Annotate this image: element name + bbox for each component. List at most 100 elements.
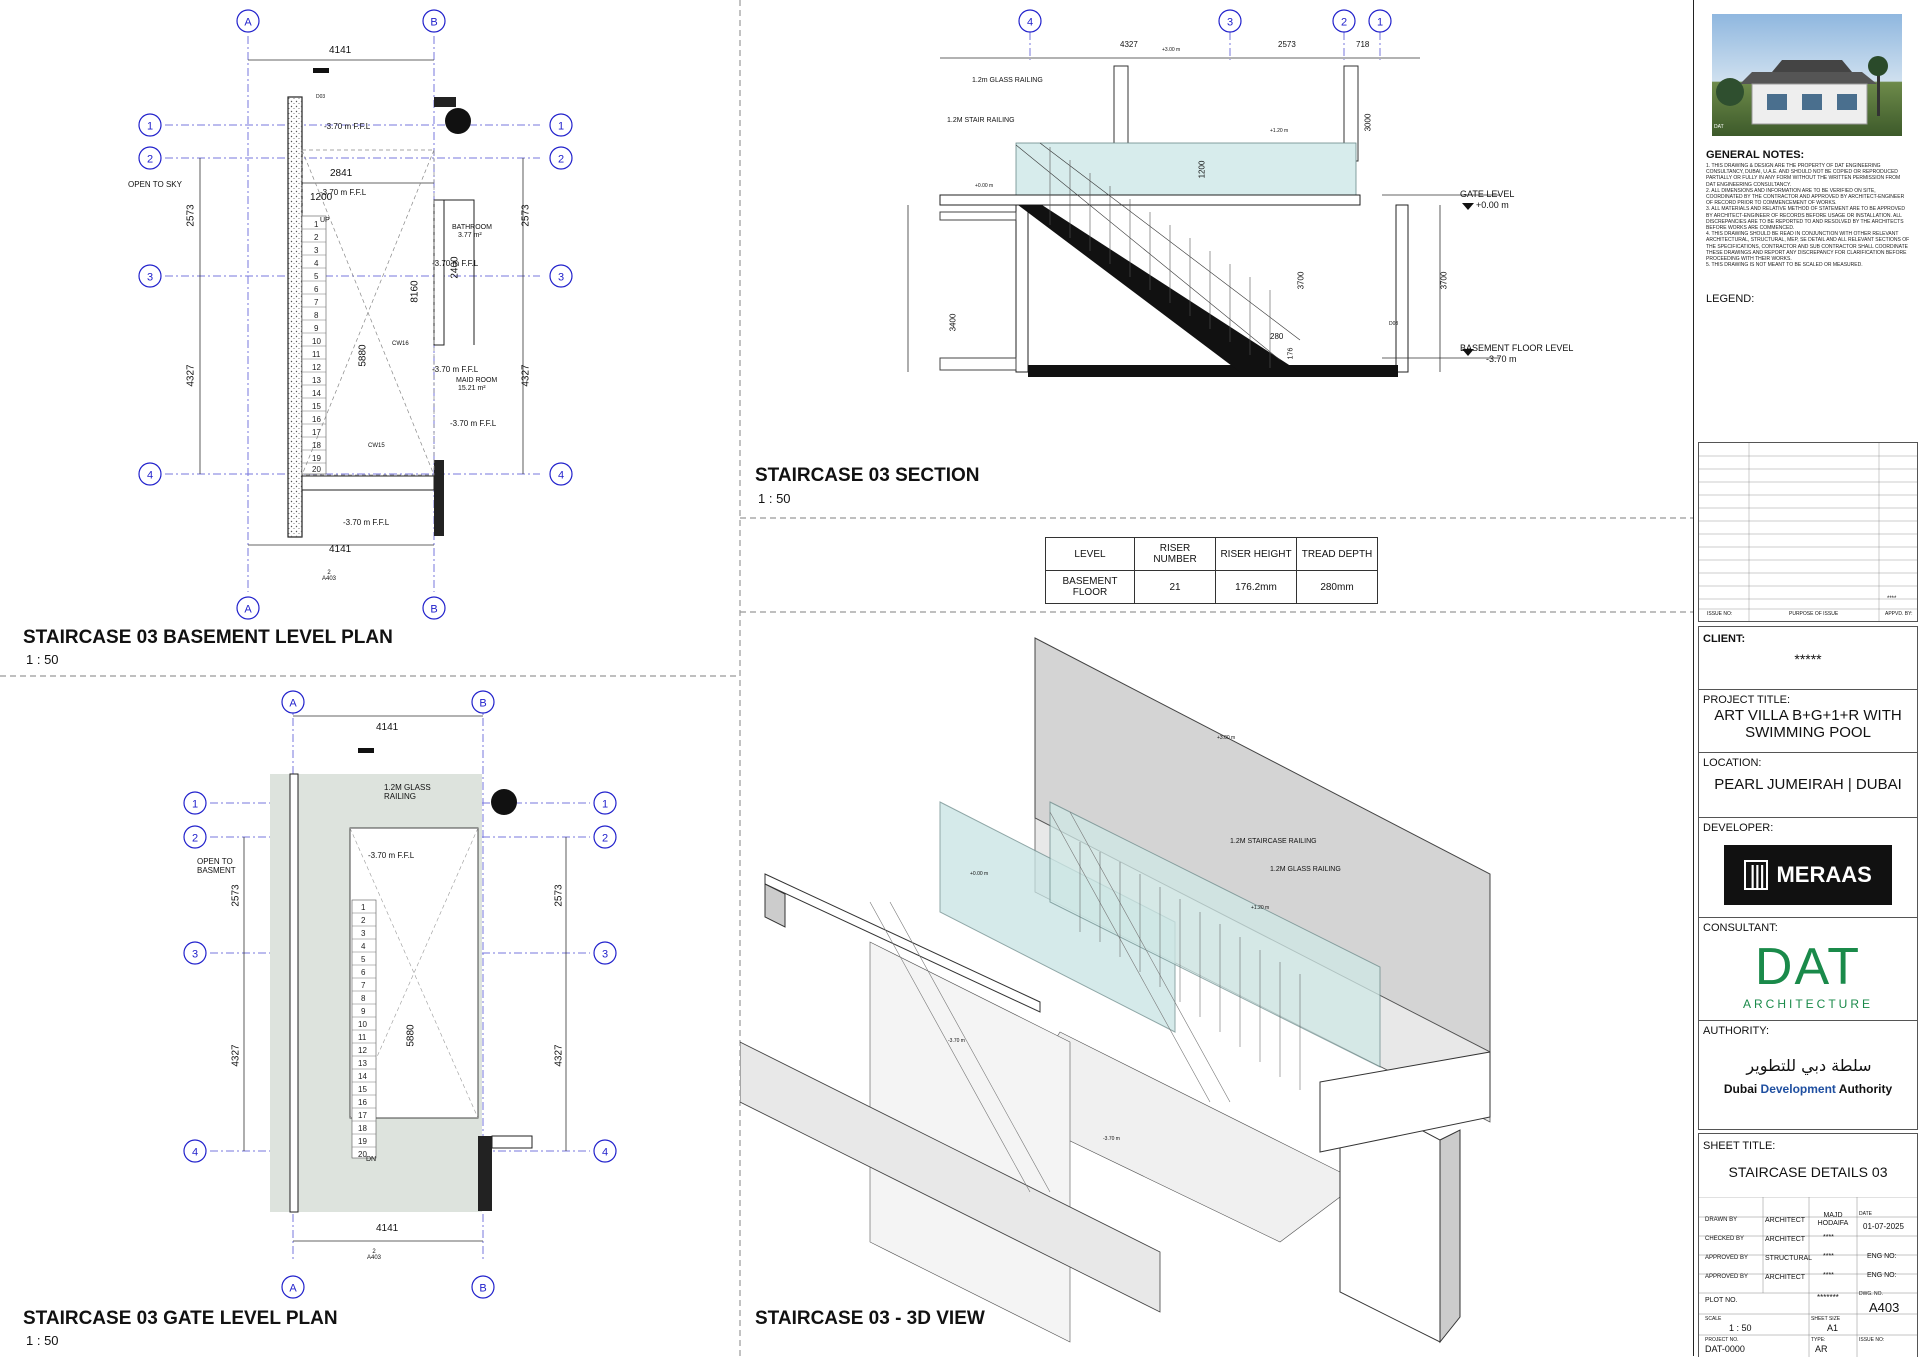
section-grid-bubble-3: 3 <box>1218 9 1242 38</box>
dim-5880: 5880 <box>357 344 369 367</box>
dim-1200: 1200 <box>310 192 333 203</box>
svg-text:3: 3 <box>558 272 564 284</box>
grid-bubble-2-right: 2 <box>549 146 573 175</box>
3d-level-000: +0.00 m <box>970 871 989 877</box>
section-level-120: +1.20 m <box>1270 128 1289 134</box>
svg-text:3: 3 <box>1227 17 1233 29</box>
riser-table-row: BASEMENT FLOOR 21 176.2mm 280mm <box>1045 570 1378 604</box>
svg-text:1: 1 <box>558 121 564 133</box>
grid-bubble-3-left: 3 <box>138 264 162 293</box>
gate-level-tag: -3.70 m F.F.L <box>368 851 415 860</box>
grid-bubble-3-right: 3 <box>549 264 573 293</box>
gate-dn-label: DN <box>366 1156 377 1163</box>
riser-header-number: RISER NUMBER <box>1134 537 1216 571</box>
dim-width-bottom: 4141 <box>329 544 352 555</box>
image-caption: DAT <box>1714 124 1724 130</box>
gate-grid-bubble-b-top: B <box>471 690 495 719</box>
svg-text:A: A <box>244 17 252 29</box>
project-no-label: PROJECT NO. <box>1705 1337 1739 1343</box>
date-value: 01-07-2025 <box>1863 1222 1904 1231</box>
authority-arabic: سلطة دبي للتطوير <box>1746 1056 1872 1075</box>
sheet-info-grid <box>1699 1197 1917 1357</box>
svg-text:10: 10 <box>312 337 321 346</box>
project-label: PROJECT TITLE: <box>1703 694 1791 706</box>
gate-dim-5880: 5880 <box>405 1024 417 1047</box>
meraas-mark-icon: ||| <box>1744 860 1769 890</box>
approved-by-label-1: APPROVED BY <box>1705 1255 1749 1261</box>
location-label: LOCATION: <box>1703 757 1762 769</box>
dim-width-top: 4141 <box>329 45 352 56</box>
rev-purpose: PURPOSE OF ISSUE <box>1789 611 1839 617</box>
svg-text:2: 2 <box>558 154 564 166</box>
svg-text:2: 2 <box>147 154 153 166</box>
svg-text:5: 5 <box>361 955 366 964</box>
svg-text:1: 1 <box>361 903 366 912</box>
svg-text:4: 4 <box>361 942 366 951</box>
svg-text:11: 11 <box>358 1033 367 1042</box>
svg-text:B: B <box>479 1283 486 1295</box>
section-level-000: +0.00 m <box>975 183 994 189</box>
svg-text:2: 2 <box>361 916 366 925</box>
gate-grid-bubble-2-right: 2 <box>593 825 617 854</box>
villa-image <box>1716 56 1888 125</box>
consultant-label: CONSULTANT: <box>1703 922 1778 934</box>
svg-text:7: 7 <box>361 981 366 990</box>
section-scale: 1 : 50 <box>758 491 791 506</box>
meraas-logo: ||| MERAAS <box>1724 845 1892 905</box>
svg-text:10: 10 <box>358 1020 367 1029</box>
svg-text:B: B <box>479 698 486 710</box>
sheet-frame <box>0 0 1693 1356</box>
general-notes-title: GENERAL NOTES: <box>1706 149 1805 161</box>
svg-text:6: 6 <box>314 285 319 294</box>
drawn-by-label: DRAWN BY <box>1705 1217 1738 1223</box>
section-dim-3700-outer: 3700 <box>1439 271 1449 290</box>
svg-text:15: 15 <box>312 402 321 411</box>
gate-grid-bubble-b-bottom: B <box>471 1275 495 1304</box>
approved-role-1: STRUCTURAL <box>1765 1255 1813 1262</box>
riser-table: LEVEL RISER NUMBER RISER HEIGHT TREAD DE… <box>1045 537 1378 604</box>
svg-text:5: 5 <box>314 272 319 281</box>
svg-text:A: A <box>289 1283 297 1295</box>
dim-4327-left: 4327 <box>185 364 197 387</box>
location-value: PEARL JUMEIRAH | DUBAI <box>1714 776 1902 793</box>
svg-text:13: 13 <box>312 376 321 385</box>
svg-text:9: 9 <box>314 324 319 333</box>
level-tag-4: -3.70 m F.F.L <box>432 365 479 374</box>
open-to-sky-label: OPEN TO SKY <box>128 180 182 189</box>
checked-stars: **** <box>1823 1234 1834 1241</box>
note-5: 5. THIS DRAWING IS NOT MEANT TO BE SCALE… <box>1706 262 1863 269</box>
eng-no-label-1: ENG NO: <box>1867 1253 1897 1260</box>
section-dim-176: 176 <box>1287 347 1295 360</box>
approved-role-2: ARCHITECT <box>1765 1274 1806 1281</box>
gate-grid-bubble-4-right: 4 <box>593 1139 617 1168</box>
svg-text:12: 12 <box>358 1046 367 1055</box>
rev-issue-no: ISSUE NO: <box>1707 611 1733 617</box>
gate-level-label: GATE LEVEL <box>1460 189 1515 199</box>
client-label: CLIENT: <box>1703 633 1746 645</box>
grid-bubble-a-top: A <box>236 9 260 38</box>
basement-plan-scale: 1 : 50 <box>26 652 59 667</box>
svg-text:4: 4 <box>558 470 564 482</box>
svg-text:14: 14 <box>358 1072 367 1081</box>
section-grid-bubble-2: 2 <box>1332 9 1356 38</box>
cw16-tag: CW16 <box>392 341 409 347</box>
type-label: TYPE: <box>1811 1337 1826 1343</box>
revision-table: **** ISSUE NO: PURPOSE OF ISSUE APPVD. B… <box>1698 442 1918 622</box>
dim-8160: 8160 <box>409 280 421 303</box>
svg-text:13: 13 <box>358 1059 367 1068</box>
svg-text:19: 19 <box>312 454 321 463</box>
svg-text:11: 11 <box>312 350 321 359</box>
svg-text:6: 6 <box>361 968 366 977</box>
riser-header-tread: TREAD DEPTH <box>1296 537 1378 571</box>
gate-dim-width-top: 4141 <box>376 722 399 733</box>
svg-text:B: B <box>430 17 437 29</box>
grid-bubble-1-right: 1 <box>549 113 573 142</box>
authority-english: Dubai Development Authority <box>1723 1082 1893 1096</box>
title-block: DAT GENERAL NOTES: 1. THIS DRAWING & DES… <box>1693 0 1920 1357</box>
svg-text:18: 18 <box>358 1124 367 1133</box>
section-title: STAIRCASE 03 SECTION <box>755 465 980 486</box>
bathroom-area: 3.77 m² <box>458 232 482 239</box>
